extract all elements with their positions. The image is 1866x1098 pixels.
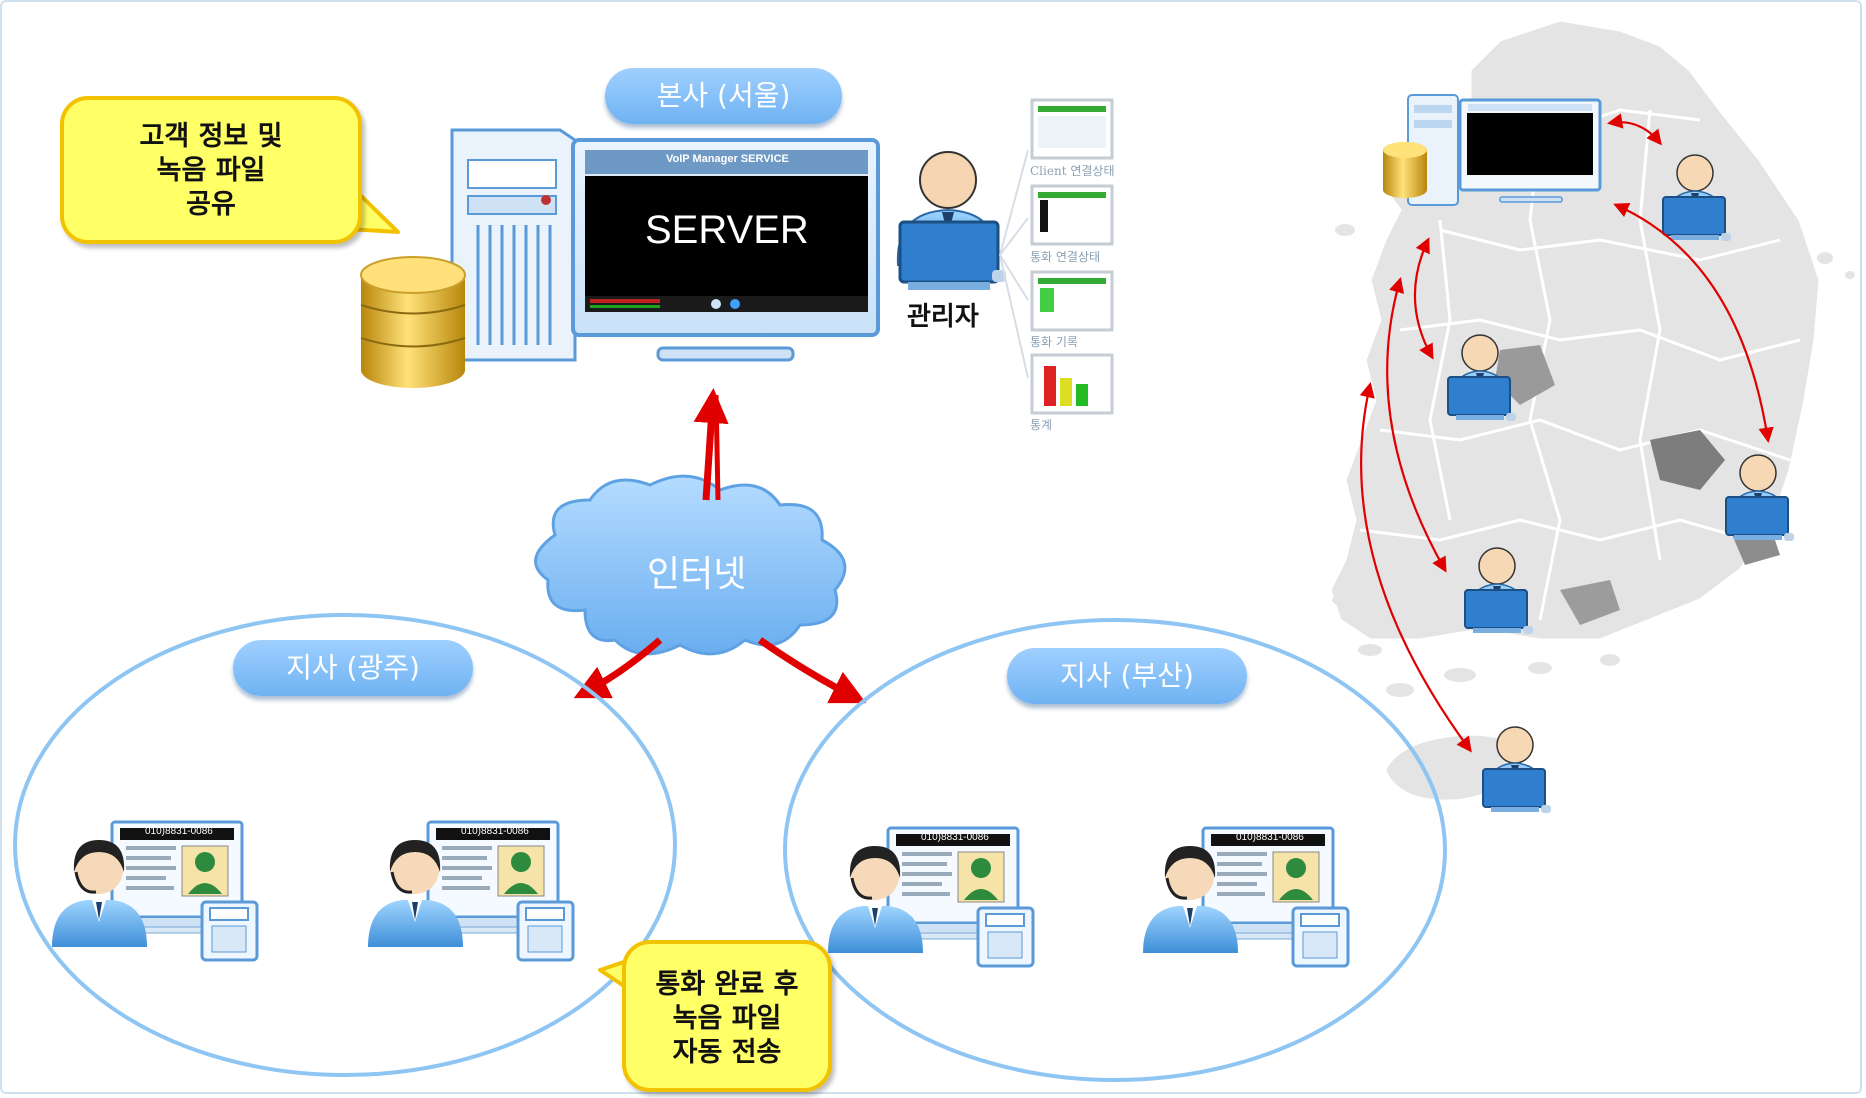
internet-cloud xyxy=(534,474,847,656)
agent-gwangju-2 xyxy=(366,820,575,962)
server-screen-label: SERVER xyxy=(645,208,809,252)
hq-server xyxy=(360,128,880,388)
branch-busan-area xyxy=(783,618,1447,1082)
agent-phone-number-2: 010)8831-0086 xyxy=(461,826,529,837)
map-server xyxy=(1383,94,1602,206)
agent-phone-number-1: 010)8831-0086 xyxy=(145,826,213,837)
branch-busan-label: 지사 (부산) xyxy=(1007,648,1247,704)
transfer-bubble-line-1: 통화 완료 후 xyxy=(655,969,799,1000)
thumb-caption-call-status: 통화 연결상태 xyxy=(1030,250,1101,264)
branch-gwangju-label: 지사 (광주) xyxy=(233,640,473,696)
transfer-bubble-line-2: 녹음 파일 xyxy=(672,1003,782,1034)
server-window-title: VoIP Manager SERVICE xyxy=(666,153,789,165)
transfer-bubble-line-3: 자동 전송 xyxy=(672,1037,782,1068)
transfer-bubble: 통화 완료 후 녹음 파일 자동 전송 xyxy=(622,940,832,1092)
agent-phone-number-4: 010)8831-0086 xyxy=(1236,832,1304,843)
admin-figure xyxy=(896,151,1006,290)
share-bubble: 고객 정보 및 녹음 파일 공유 xyxy=(60,96,362,244)
map-connections xyxy=(1359,113,1774,753)
agent-phone-number-3: 010)8831-0086 xyxy=(921,832,989,843)
thumb-caption-call-log: 통화 기록 xyxy=(1030,335,1078,349)
admin-label: 관리자 xyxy=(907,302,979,332)
branch-gwangju-area xyxy=(13,613,677,1077)
internet-label: 인터넷 xyxy=(647,554,747,595)
thumb-caption-stats: 통계 xyxy=(1030,418,1053,432)
agent-gwangju-1 xyxy=(50,820,259,962)
share-bubble-line-1: 고객 정보 및 xyxy=(139,121,283,152)
share-bubble-line-3: 공유 xyxy=(186,189,236,220)
thumb-caption-client-status: Client 연결상태 xyxy=(1030,164,1115,178)
admin-thumbnails xyxy=(1030,98,1114,415)
hq-label: 본사 (서울) xyxy=(605,68,842,124)
agent-busan-1 xyxy=(826,826,1035,968)
internet-arrows xyxy=(573,388,867,704)
agent-busan-2 xyxy=(1141,826,1350,968)
admin-thumbnail-lines xyxy=(999,149,1029,379)
share-bubble-line-2: 녹음 파일 xyxy=(156,155,266,186)
